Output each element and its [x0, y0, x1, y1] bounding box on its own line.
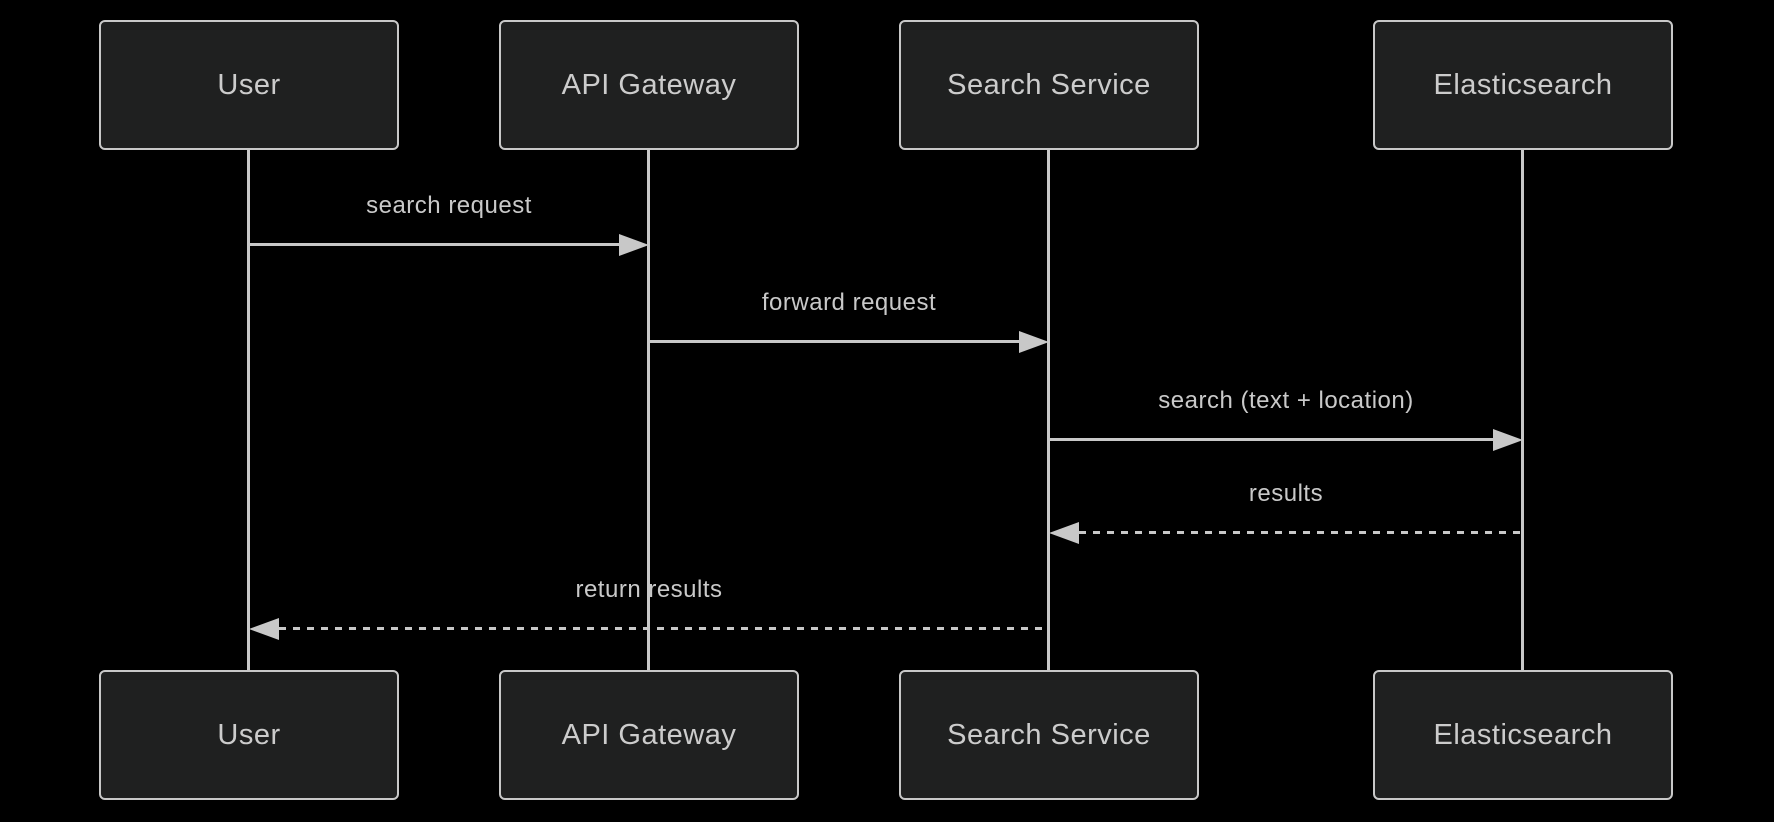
actor-search-service-bottom: Search Service: [899, 670, 1199, 800]
actor-elasticsearch-bottom-label: Elasticsearch: [1433, 718, 1613, 751]
actor-api-gateway-bottom-label: API Gateway: [561, 718, 737, 751]
actor-elasticsearch-bottom: Elasticsearch: [1373, 670, 1673, 800]
actor-elasticsearch-top: Elasticsearch: [1373, 20, 1673, 150]
actor-search-service-bottom-label: Search Service: [947, 718, 1151, 751]
actor-search-service-top-label: Search Service: [947, 68, 1151, 101]
message-label-search-request: search request: [366, 192, 532, 219]
arrowhead-right-icon: [619, 234, 649, 256]
message-label-search-text-location: search (text + location): [1158, 387, 1414, 414]
arrowhead-left-icon: [249, 618, 279, 640]
actor-api-gateway-bottom: API Gateway: [499, 670, 799, 800]
arrowhead-left-icon: [1049, 522, 1079, 544]
message-line-return-results: [279, 627, 1049, 630]
actor-user-top-label: User: [217, 68, 281, 101]
message-label-forward-request: forward request: [761, 289, 937, 316]
arrowhead-right-icon: [1493, 429, 1523, 451]
actor-user-top: User: [99, 20, 399, 150]
lifeline-user: [247, 148, 250, 672]
lifeline-search-service: [1047, 148, 1050, 672]
lifeline-api-gateway: [647, 148, 650, 672]
message-label-return-results: return results: [575, 576, 723, 603]
actor-user-bottom: User: [99, 670, 399, 800]
lifeline-elasticsearch: [1521, 148, 1524, 672]
actor-api-gateway-top-label: API Gateway: [561, 68, 737, 101]
message-line-results: [1079, 531, 1523, 534]
actor-search-service-top: Search Service: [899, 20, 1199, 150]
arrowhead-right-icon: [1019, 331, 1049, 353]
message-line-forward-request: [649, 340, 1023, 343]
message-label-results: results: [1248, 480, 1324, 507]
message-line-search-request: [249, 243, 623, 246]
actor-api-gateway-top: API Gateway: [499, 20, 799, 150]
actor-elasticsearch-top-label: Elasticsearch: [1433, 68, 1613, 101]
message-line-search-text-location: [1049, 438, 1497, 441]
actor-user-bottom-label: User: [217, 718, 281, 751]
